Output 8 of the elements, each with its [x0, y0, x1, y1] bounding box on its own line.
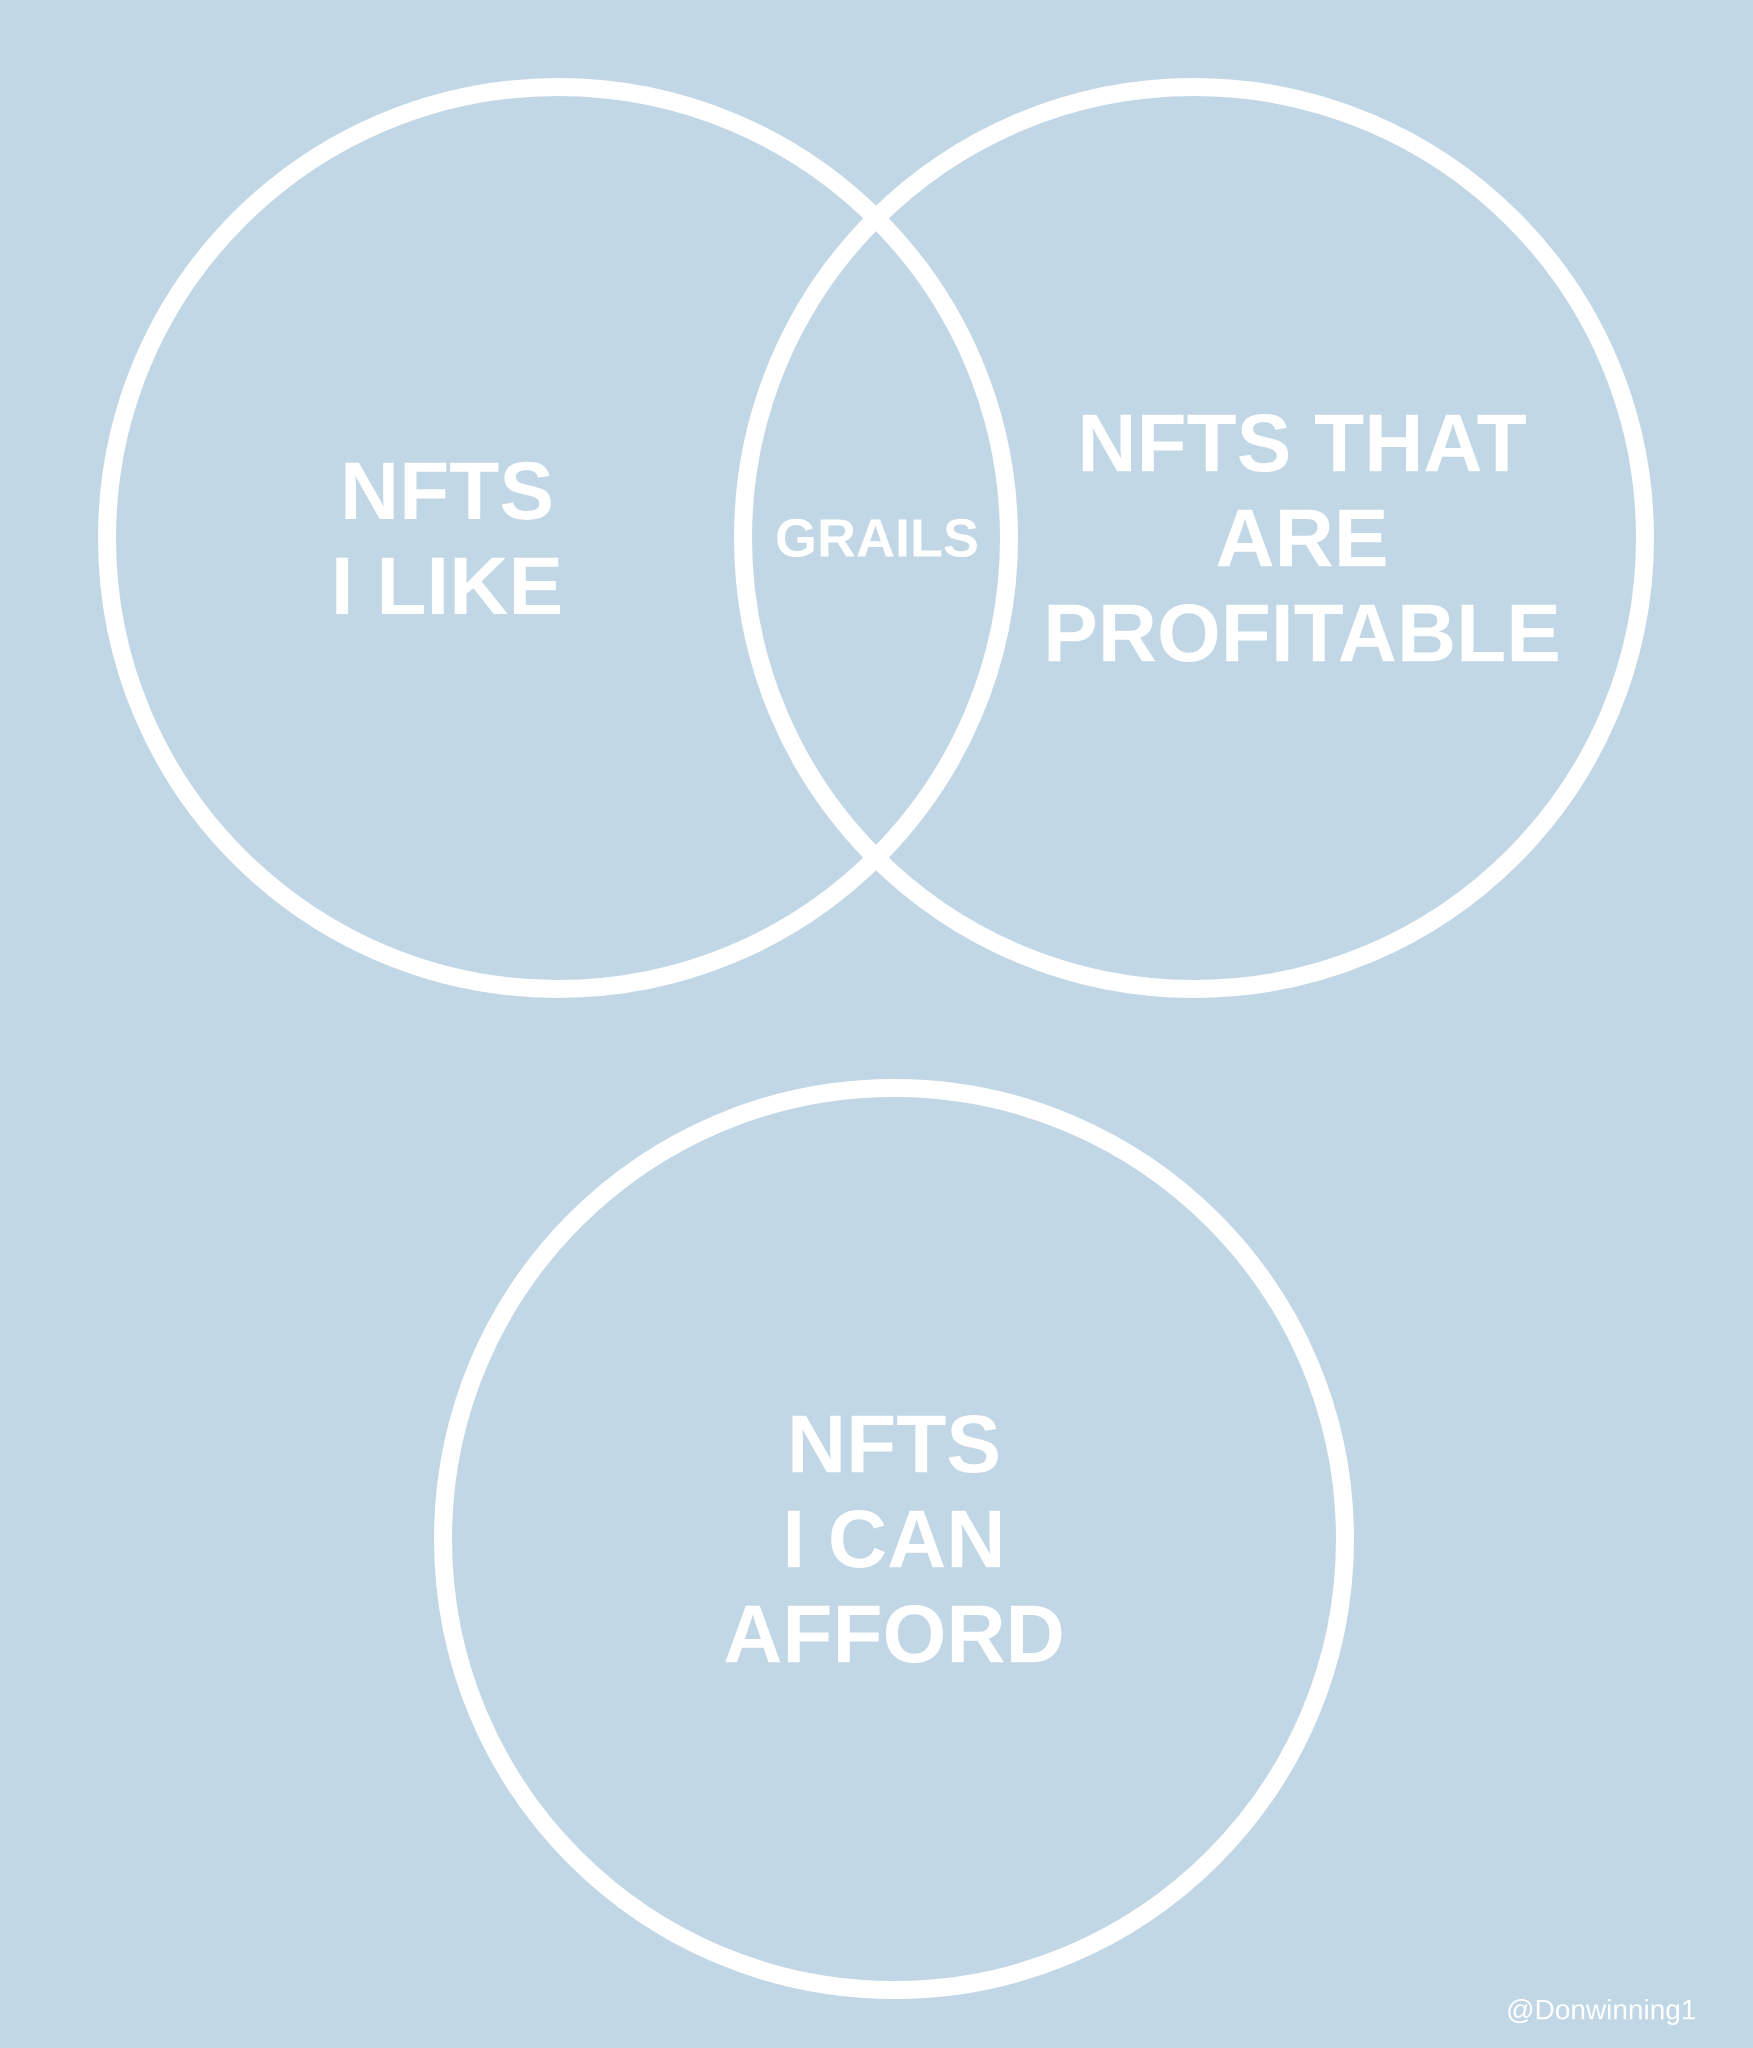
credit-text: @Donwinning1 [1508, 1998, 1696, 2026]
circle-label: NFTS I CAN AFFORD [725, 1414, 1062, 1663]
circle-label: NFTS I LIKE [336, 461, 560, 615]
venn-circle [434, 1079, 1354, 1999]
venn-circle [734, 78, 1654, 998]
overlap-label: GRAILS [777, 518, 977, 558]
venn-circle [98, 78, 1018, 998]
circle-label: NFTS THAT ARE PROFITABLE [1048, 413, 1558, 662]
